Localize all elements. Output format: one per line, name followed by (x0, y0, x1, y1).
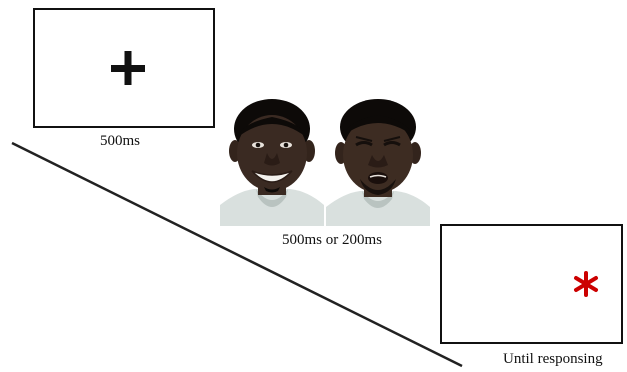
target-duration-label: Until responsing (503, 351, 603, 367)
distressed-face-image (326, 93, 430, 226)
fixation-cross-icon (111, 51, 145, 85)
fixation-duration-label: 500ms (100, 133, 141, 149)
asterisk-target-icon (574, 271, 598, 297)
happy-face-image (220, 93, 324, 226)
timeline-line (11, 141, 463, 368)
fixation-frame (33, 8, 215, 128)
faces-duration-label: 500ms or 200ms (282, 232, 383, 248)
target-frame (440, 224, 623, 344)
